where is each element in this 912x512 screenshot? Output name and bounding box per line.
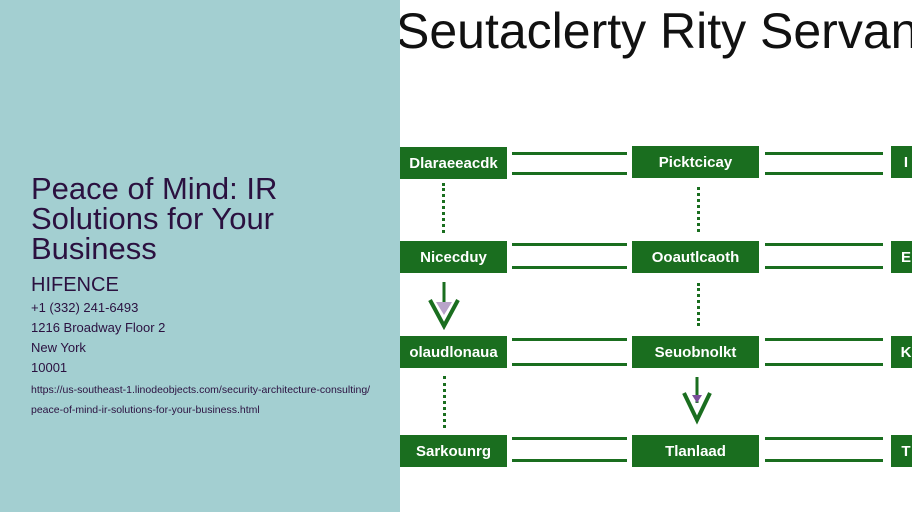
page-title: Peace of Mind: IR Solutions for Your Bus…: [31, 171, 278, 266]
diagram-box: Sarkounrg: [400, 435, 507, 467]
diagram-box: Ooautlcaoth: [632, 241, 759, 273]
diagram-box: I: [891, 146, 912, 178]
diagram-image: Seutaclerty Rity Servan Dlaraeeacdk Pick…: [400, 0, 912, 512]
dotted-connector: [697, 187, 703, 232]
dotted-connector: [442, 183, 448, 233]
diagram-box: Picktcicay: [632, 146, 759, 178]
diagram-box: Nicecduy: [400, 241, 507, 273]
article-link[interactable]: https://us-southeast-1.linodeobjects.com…: [31, 384, 371, 416]
dotted-connector: [443, 376, 449, 428]
zip: 10001: [31, 360, 68, 375]
city: New York: [31, 340, 86, 355]
dotted-connector: [697, 283, 703, 326]
diagram-box: T: [891, 435, 912, 467]
article-panel: Peace of Mind: IR Solutions for Your Bus…: [0, 0, 400, 512]
arrow-down-icon: [428, 282, 460, 330]
diagram-box: K: [891, 336, 912, 368]
address: 1216 Broadway Floor 2: [31, 320, 166, 335]
diagram-box: olaudlonaua: [400, 336, 507, 368]
company-name: HIFENCE: [31, 274, 119, 296]
diagram-box: Seuobnolkt: [632, 336, 759, 368]
phone: +1 (332) 241-6493: [31, 300, 139, 315]
diagram-title: Seutaclerty Rity Servan: [400, 3, 912, 59]
diagram-box: Dlaraeeacdk: [400, 147, 507, 179]
diagram-box: Tlanlaad: [632, 435, 759, 467]
diagram-box: E: [891, 241, 912, 273]
arrow-down-icon: [682, 377, 712, 425]
